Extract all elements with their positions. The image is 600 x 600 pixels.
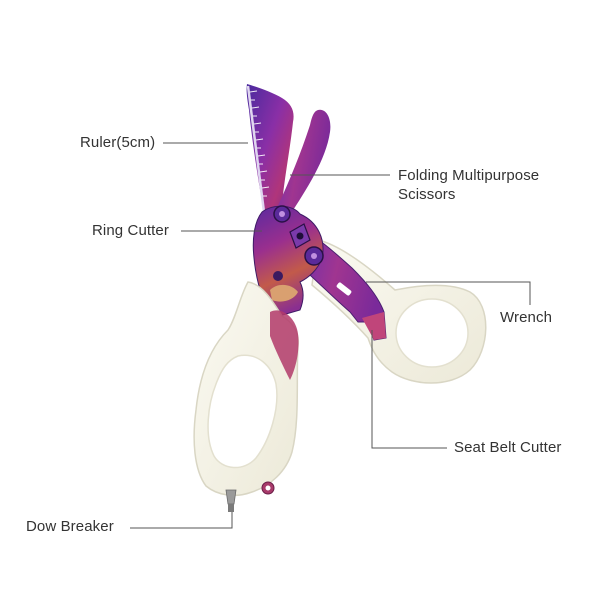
wrench-label: Wrench: [500, 309, 553, 326]
leader-lines: [130, 142, 531, 529]
ruler-label: Ruler(5cm): [80, 134, 156, 151]
dow-breaker-tip: [225, 489, 237, 512]
ring-cutter-label: Ring Cutter: [92, 222, 169, 239]
seat-belt-cutter-label: Seat Belt Cutter: [454, 439, 562, 456]
dow-breaker-label: Dow Breaker: [26, 518, 114, 535]
wrench-leader: [366, 281, 531, 305]
seat-belt-cutter-leader: [371, 330, 447, 449]
left-handle: [193, 281, 300, 497]
folding-scissors-label: Folding Multipurpose Scissors: [398, 167, 540, 203]
cutting-blade: [276, 109, 331, 215]
dow-breaker-leader: [130, 512, 233, 529]
ruler-blade: [246, 84, 294, 213]
pivot-body: [252, 205, 324, 319]
